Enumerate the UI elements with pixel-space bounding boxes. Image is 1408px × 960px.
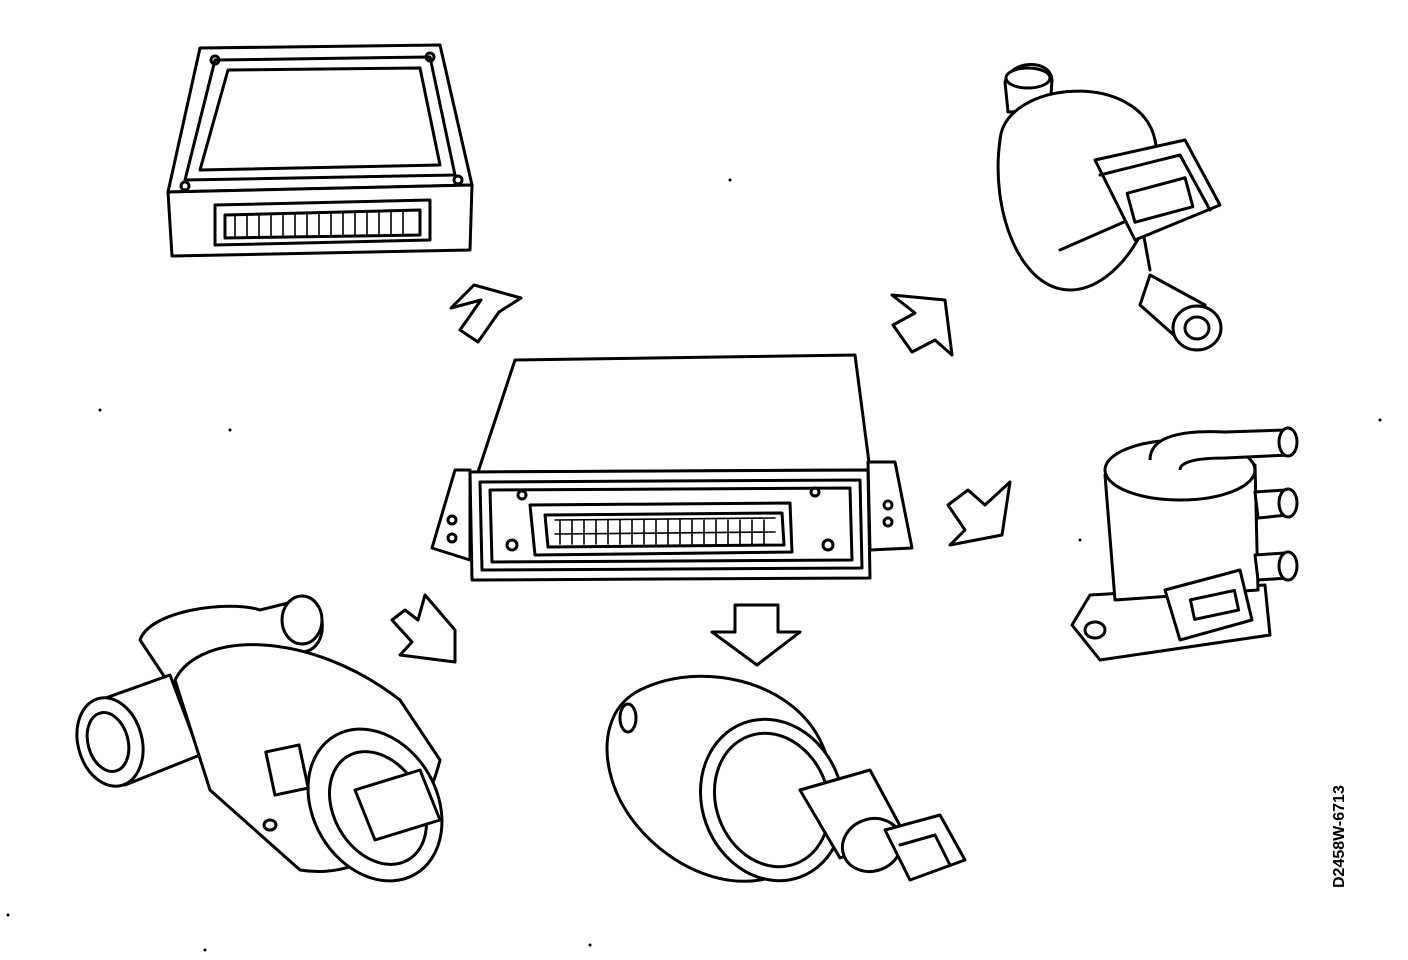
arrow-to-right	[946, 480, 1012, 547]
reference-code: D2458W-6713	[1331, 785, 1348, 888]
three-port-valve-icon	[1070, 426, 1299, 662]
reference-code-box: D2458W-6713	[1331, 785, 1348, 888]
solenoid-valve-icon	[996, 63, 1223, 352]
idle-air-valve-icon	[75, 594, 444, 883]
arrow-to-top-right	[890, 293, 954, 357]
arrow-to-bottom	[710, 603, 802, 667]
stepper-motor-icon	[605, 674, 967, 883]
arrow-to-bottom-left	[390, 593, 457, 664]
arrow-to-top-left	[449, 283, 523, 344]
central-ecu-icon	[430, 353, 914, 582]
ecu-box-icon	[166, 43, 474, 258]
print-speck	[6, 178, 1382, 952]
